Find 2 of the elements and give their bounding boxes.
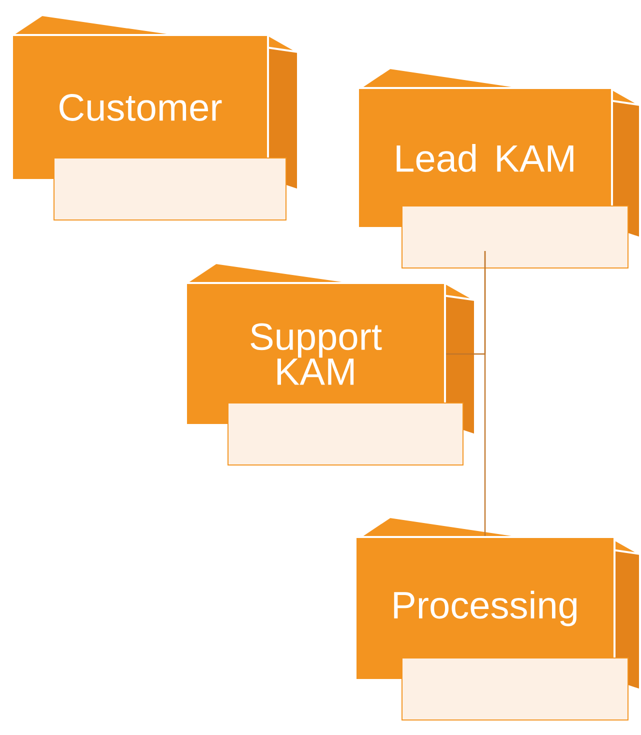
connector-line [484,251,486,536]
box-3d: Processing [354,516,641,720]
